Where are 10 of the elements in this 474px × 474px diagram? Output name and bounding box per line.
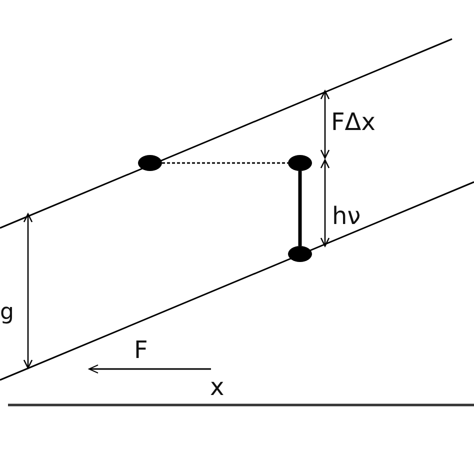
dimension-label: FΔx xyxy=(331,110,376,134)
dotted-line xyxy=(162,162,288,164)
dimension-label: hν xyxy=(332,204,361,228)
state-dot xyxy=(138,155,162,171)
state-dot xyxy=(288,246,312,262)
axis-label: x xyxy=(210,375,224,399)
transition-line xyxy=(298,171,302,246)
dimension-label: g xyxy=(0,302,14,324)
state-dot xyxy=(288,155,312,171)
force-label: F xyxy=(134,338,148,362)
